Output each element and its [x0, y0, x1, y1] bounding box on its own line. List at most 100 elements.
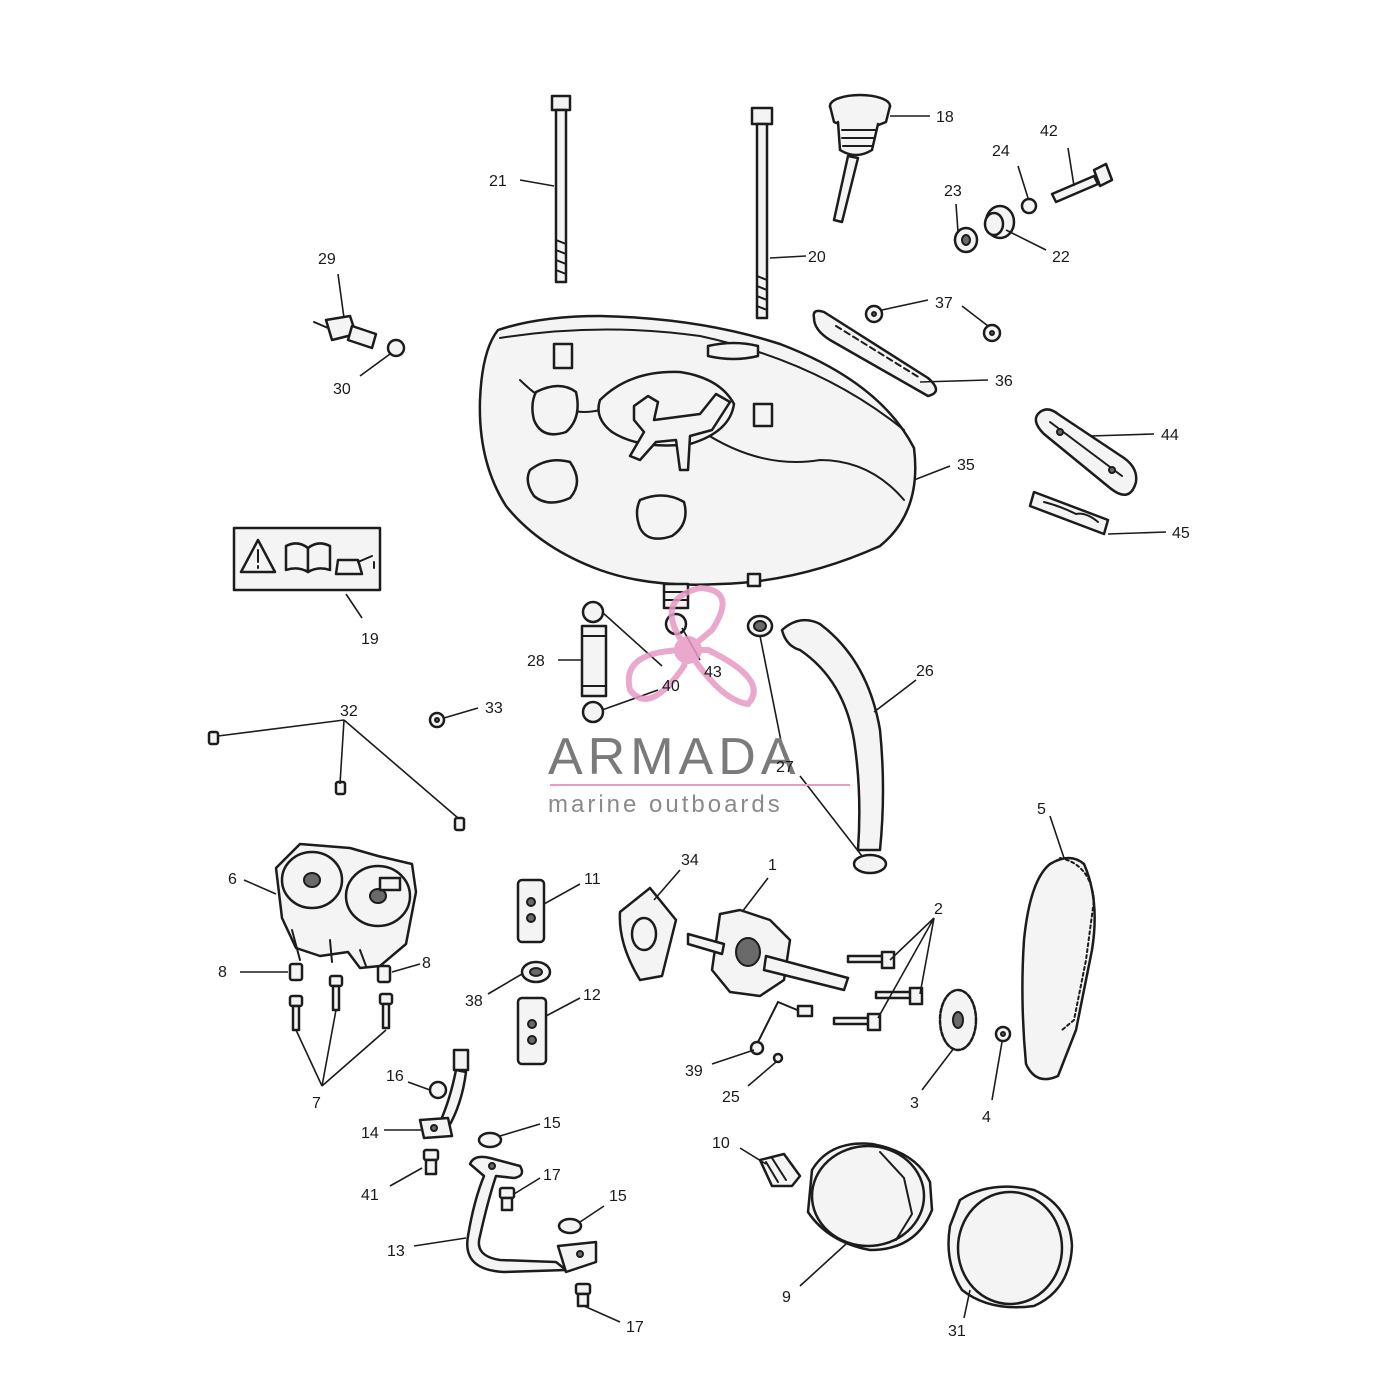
callout-22: 22	[1052, 249, 1070, 266]
brand-tagline: marine outboards	[548, 791, 783, 818]
brand-divider	[550, 784, 850, 786]
callout-27: 27	[776, 759, 794, 776]
spacer-23	[953, 226, 979, 254]
o-ring-40b	[581, 700, 605, 724]
callout-8-right: 8	[422, 955, 431, 972]
propeller-logo-icon	[625, 584, 757, 708]
callout-3: 3	[910, 1095, 919, 1112]
callout-2: 2	[934, 901, 943, 918]
hose-clamp-27b	[852, 853, 888, 875]
gasket-34	[618, 886, 678, 982]
fitting-16	[428, 1080, 448, 1100]
dowel-8b	[376, 964, 392, 984]
brand-title: ARMADA	[548, 728, 800, 786]
oil-filter-9	[806, 1142, 934, 1252]
dowel-32a	[207, 730, 220, 746]
warning-triangle-icon	[239, 538, 277, 574]
oil-sensor-29	[313, 314, 378, 350]
callout-42: 42	[1040, 123, 1058, 140]
armada-watermark: ARMADA marine outboards	[548, 584, 850, 818]
drain-plug-10	[758, 1152, 802, 1188]
sprocket-3	[938, 988, 978, 1052]
callout-18: 18	[936, 109, 954, 126]
coupling-11	[516, 878, 546, 944]
sender-39	[749, 1000, 814, 1056]
callout-37: 37	[935, 295, 953, 312]
callout-1: 1	[768, 857, 777, 874]
callout-12: 12	[583, 987, 601, 1004]
grommet-22	[983, 204, 1016, 240]
callout-14: 14	[361, 1125, 379, 1142]
callout-44: 44	[1161, 427, 1179, 444]
callout-41: 41	[361, 1187, 379, 1204]
dowel-32c	[453, 816, 466, 832]
warning-label-19	[232, 526, 382, 592]
callout-6: 6	[228, 871, 237, 888]
pipe-28	[580, 624, 608, 698]
callout-38: 38	[465, 993, 483, 1010]
callout-labels: 18 21 20 42 24 23 22 29 30 37 36 44 35 4…	[218, 109, 1190, 1340]
manual-book-icon	[284, 542, 332, 574]
dipstick-cap-18	[828, 93, 892, 224]
nut-33	[428, 711, 446, 729]
callout-34: 34	[681, 852, 699, 869]
callout-32: 32	[340, 703, 358, 720]
trim-strip-36	[812, 309, 938, 398]
callout-7: 7	[312, 1095, 321, 1112]
screw-37b	[982, 323, 1002, 343]
callout-21: 21	[489, 173, 507, 190]
filter-cover-31	[947, 1185, 1074, 1309]
callout-33: 33	[485, 700, 503, 717]
bolt-42	[1050, 162, 1114, 204]
coupling-12	[516, 996, 548, 1066]
callout-36: 36	[995, 373, 1013, 390]
hose-clamp-27a	[746, 614, 774, 638]
o-ring-15a	[477, 1131, 503, 1149]
callout-4: 4	[982, 1109, 991, 1126]
callout-28: 28	[527, 653, 545, 670]
callout-15-lower: 15	[609, 1188, 627, 1205]
callout-20: 20	[808, 249, 826, 266]
screw-37a	[864, 304, 884, 324]
callout-31: 31	[948, 1323, 966, 1340]
callout-5: 5	[1037, 801, 1046, 818]
callout-43: 43	[704, 664, 722, 681]
screw-41	[422, 1148, 440, 1176]
callout-16: 16	[386, 1068, 404, 1085]
callout-40: 40	[662, 678, 680, 695]
long-bolt-21	[550, 94, 572, 284]
callout-26: 26	[916, 663, 934, 680]
callout-45: 45	[1172, 525, 1190, 542]
drive-chain-5	[1021, 856, 1096, 1081]
callout-24: 24	[992, 143, 1010, 160]
callout-15-upper: 15	[543, 1115, 561, 1132]
washer-24	[1020, 197, 1038, 215]
feed-fitting-14	[418, 1048, 470, 1140]
callout-30: 30	[333, 381, 351, 398]
callout-9: 9	[782, 1289, 791, 1306]
callout-23: 23	[944, 183, 962, 200]
o-ring-15b	[557, 1217, 583, 1235]
screw-17b	[574, 1282, 592, 1308]
leader-lines	[217, 115, 1167, 1323]
badge-44	[1034, 408, 1138, 496]
oil-hose-26	[780, 618, 885, 852]
callout-17-upper: 17	[543, 1167, 561, 1184]
scavenge-pump-6	[274, 842, 418, 970]
oil-pump-1	[686, 908, 850, 998]
decal-45	[1028, 490, 1110, 536]
washer-30	[386, 338, 406, 358]
screw-7c	[378, 992, 394, 1030]
callout-29: 29	[318, 251, 336, 268]
callout-19: 19	[361, 631, 379, 648]
callout-17-lower: 17	[626, 1319, 644, 1336]
callout-13: 13	[387, 1243, 405, 1260]
bushing-38	[520, 960, 552, 984]
callout-10: 10	[712, 1135, 730, 1152]
clip-25	[772, 1052, 784, 1064]
callout-35: 35	[957, 457, 975, 474]
callout-11: 11	[584, 871, 601, 888]
callout-25: 25	[722, 1089, 740, 1106]
callout-8-left: 8	[218, 964, 227, 981]
